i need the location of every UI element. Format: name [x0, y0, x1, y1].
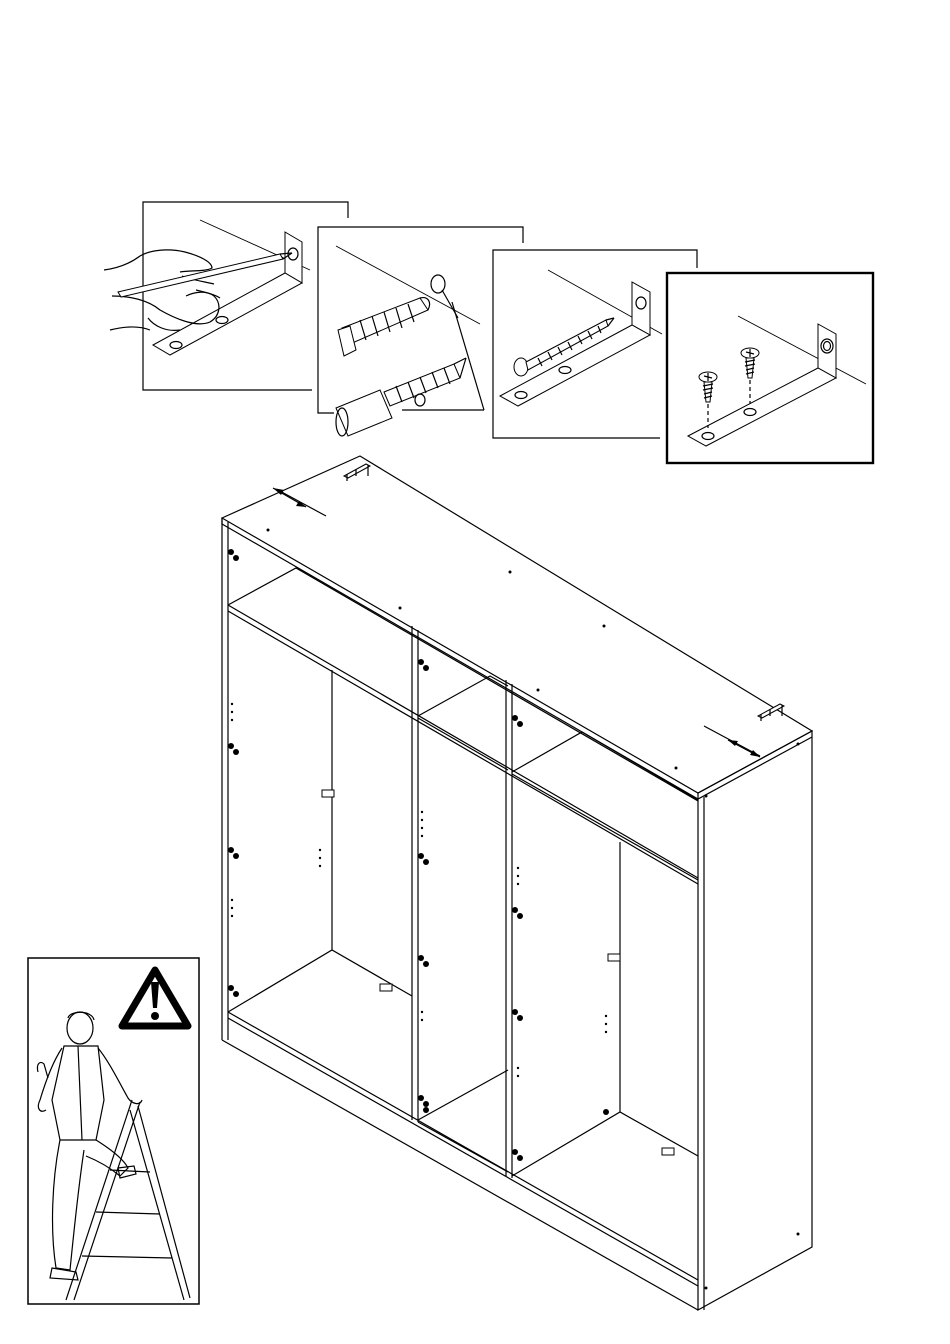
rail-bracket-icon	[322, 790, 674, 1155]
hinge-markers	[228, 549, 523, 1161]
top-bracket-left-icon	[344, 464, 370, 481]
wall-plug-icon	[338, 298, 430, 356]
warning-panel	[28, 958, 199, 1304]
gap-arrow-right-icon	[704, 726, 760, 757]
wardrobe-illustration	[222, 456, 812, 1310]
gap-arrow-left-icon	[273, 488, 326, 516]
drill-bit-icon	[336, 358, 466, 436]
detail-panel-mark-drill	[104, 202, 348, 390]
detail-panel-wall-plug	[318, 227, 523, 436]
detail-panel-short-screws	[667, 273, 873, 463]
